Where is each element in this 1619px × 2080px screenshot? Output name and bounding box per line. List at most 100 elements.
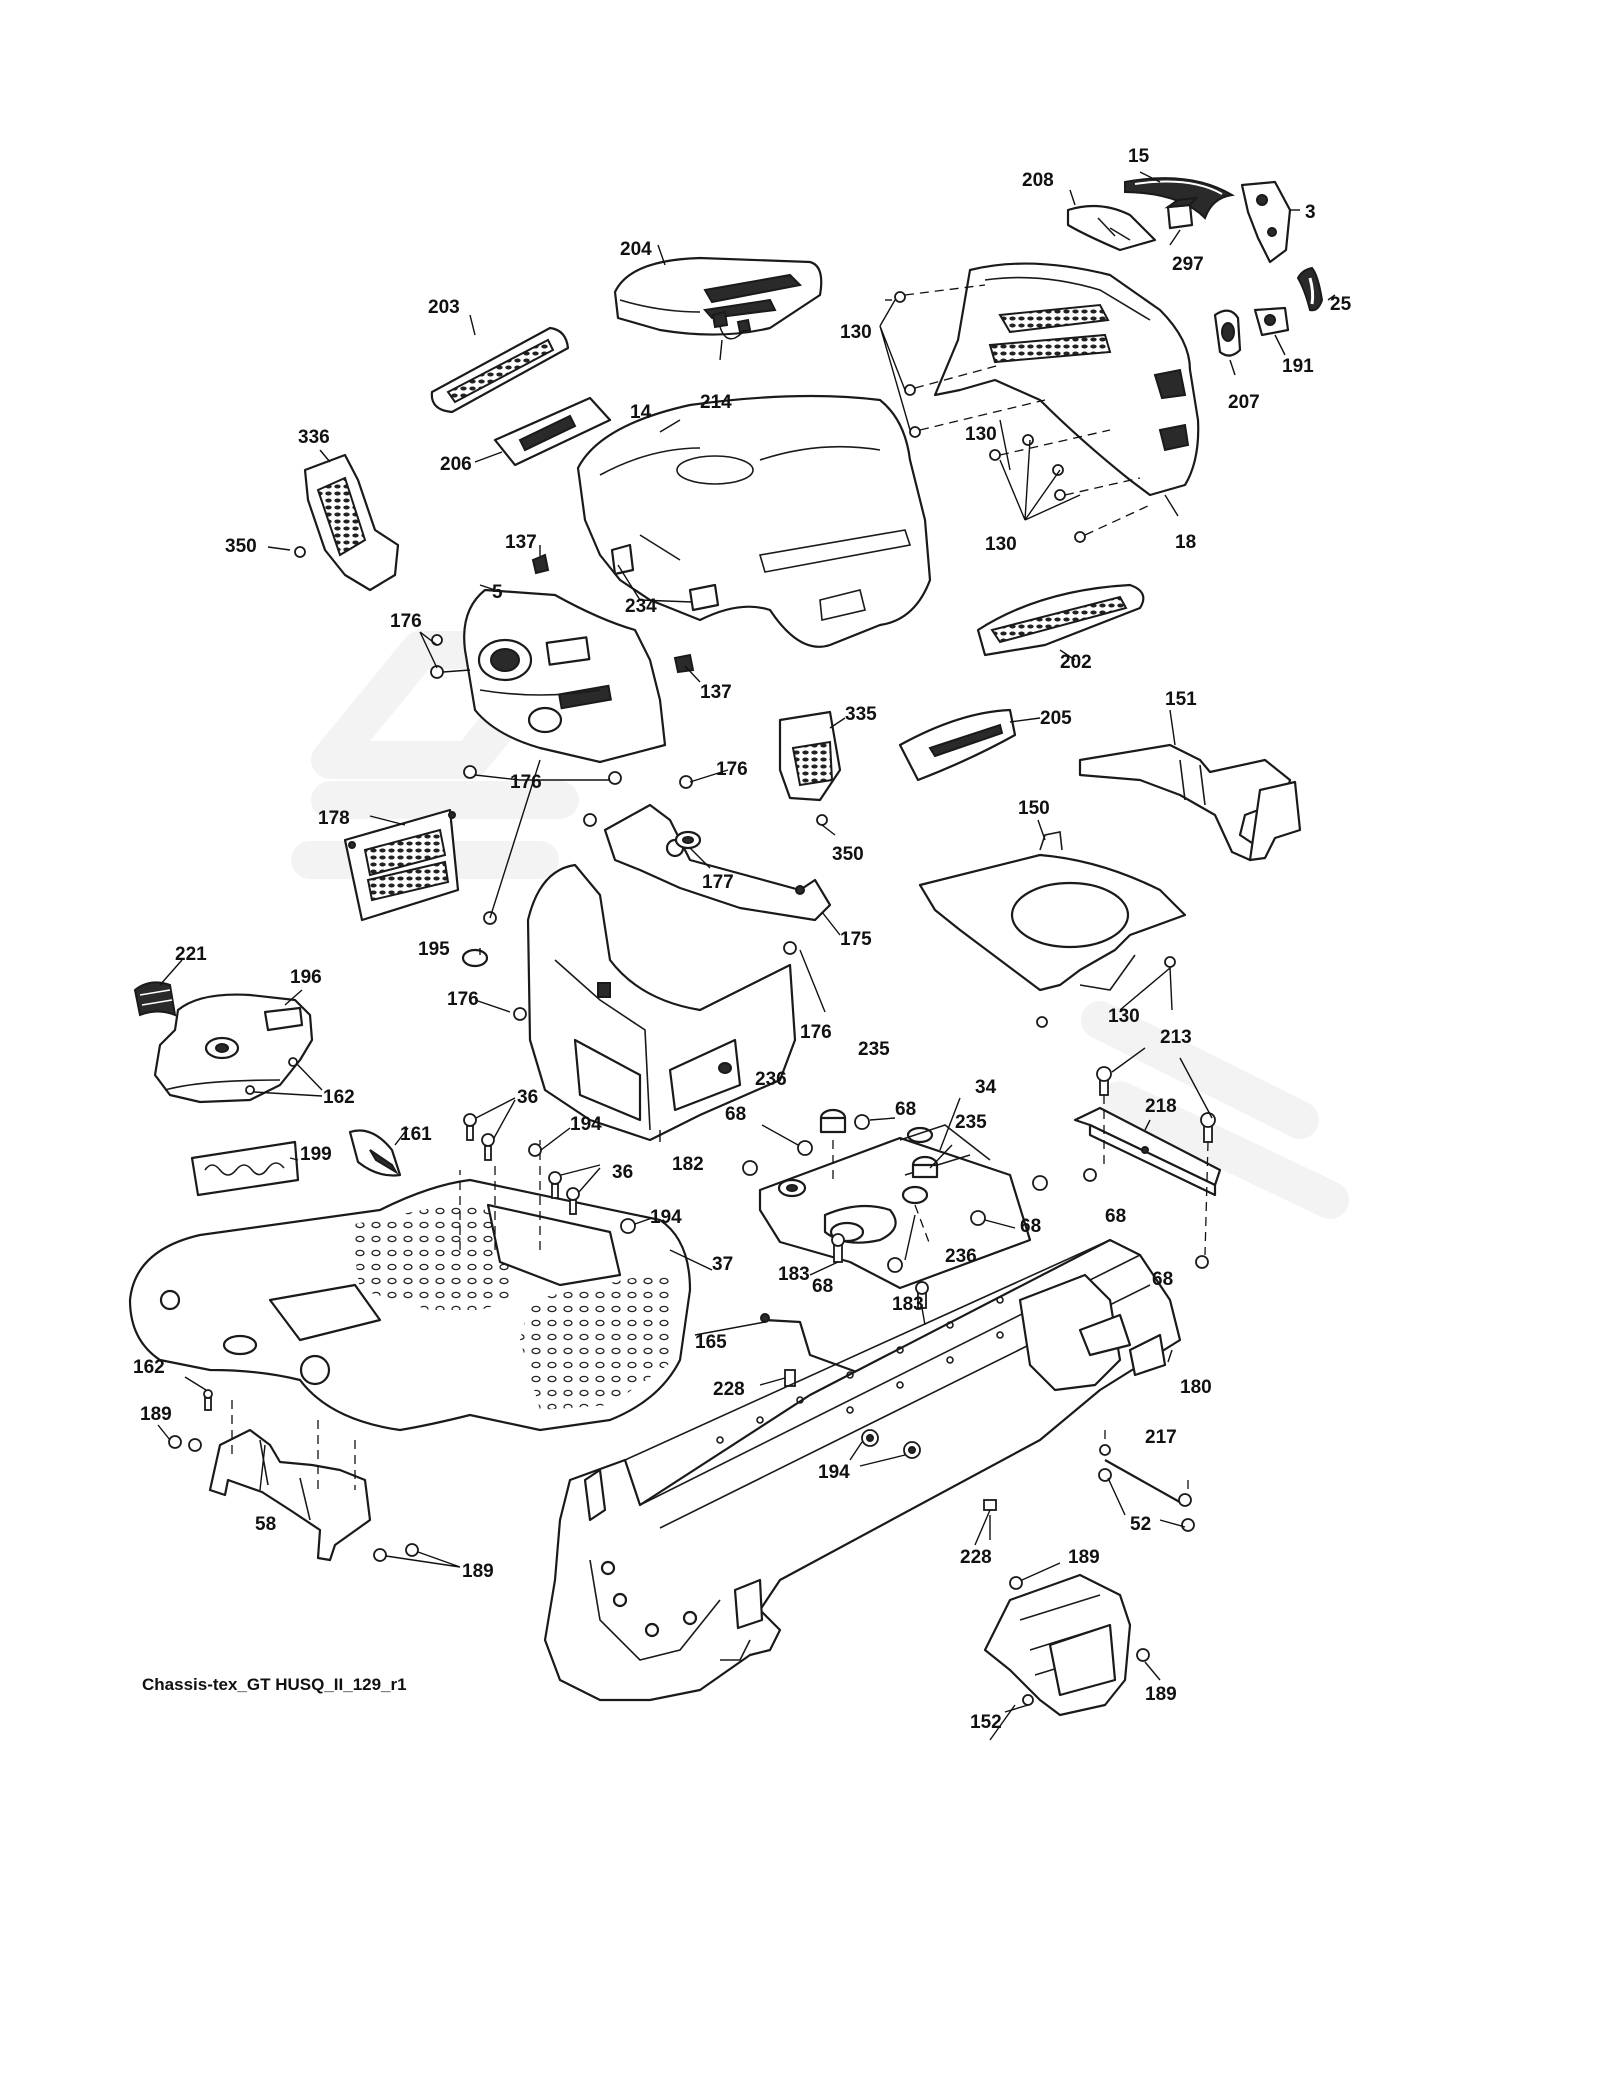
callout-130: 130 xyxy=(1108,1006,1140,1027)
callout-130: 130 xyxy=(965,424,997,445)
callout-37: 37 xyxy=(712,1254,733,1275)
callout-183: 183 xyxy=(778,1264,810,1285)
callout-213: 213 xyxy=(1160,1027,1192,1048)
callout-218: 218 xyxy=(1145,1096,1177,1117)
diagram-caption: Chassis-tex_GT HUSQ_II_129_r1 xyxy=(142,1675,407,1694)
callout-180: 180 xyxy=(1180,1377,1212,1398)
callout-137: 137 xyxy=(505,532,537,553)
callout-165: 165 xyxy=(695,1332,727,1353)
callout-182: 182 xyxy=(672,1154,704,1175)
bolts-36-194-group xyxy=(463,1097,653,1234)
callout-235: 235 xyxy=(858,1039,890,1060)
callout-221: 221 xyxy=(175,944,207,965)
part-14-hood xyxy=(576,394,932,648)
callout-176: 176 xyxy=(716,759,748,780)
callout-235: 235 xyxy=(955,1112,987,1133)
callout-228: 228 xyxy=(960,1547,992,1568)
callout-178: 178 xyxy=(318,808,350,829)
part-152-footrest xyxy=(983,1573,1132,1717)
leader-lines xyxy=(159,171,1336,1741)
callout-194: 194 xyxy=(650,1207,682,1228)
callout-161: 161 xyxy=(400,1124,432,1145)
callout-176: 176 xyxy=(447,989,479,1010)
callout-206: 206 xyxy=(440,454,472,475)
part-203-grille xyxy=(430,326,570,414)
part-130-bolts-tray xyxy=(1036,956,1176,1028)
part-228-screw-a xyxy=(759,1369,796,1387)
bolts-130-group xyxy=(885,284,1151,543)
callout-68: 68 xyxy=(1152,1269,1173,1290)
callout-189: 189 xyxy=(462,1561,494,1582)
callout-194: 194 xyxy=(818,1462,850,1483)
callout-130: 130 xyxy=(985,534,1017,555)
callout-labels: 15 208 3 297 204 25 203 214 130 191 207 … xyxy=(133,146,1352,1733)
part-178-plate xyxy=(343,808,460,922)
callout-137: 137 xyxy=(700,682,732,703)
callout-68: 68 xyxy=(895,1099,916,1120)
part-162-screws-a xyxy=(245,1057,323,1097)
part-3-bracket xyxy=(1240,180,1292,264)
bolts-213-68-right xyxy=(1083,1047,1216,1269)
callout-214: 214 xyxy=(700,392,732,413)
part-202-grille xyxy=(976,583,1145,657)
callout-297: 297 xyxy=(1172,254,1204,275)
callout-203: 203 xyxy=(428,297,460,318)
callout-204: 204 xyxy=(620,239,652,260)
callout-15: 15 xyxy=(1128,146,1150,167)
callout-52: 52 xyxy=(1130,1514,1151,1535)
callout-335: 335 xyxy=(845,704,877,725)
callout-152: 152 xyxy=(970,1712,1002,1733)
part-150-tray xyxy=(918,831,1187,992)
callout-189: 189 xyxy=(140,1404,172,1425)
callout-207: 207 xyxy=(1228,392,1260,413)
callout-196: 196 xyxy=(290,967,322,988)
callout-68: 68 xyxy=(1105,1206,1126,1227)
callout-350: 350 xyxy=(225,536,257,557)
callout-236: 236 xyxy=(945,1246,977,1267)
part-5-dash-panel xyxy=(463,588,667,764)
callout-189: 189 xyxy=(1068,1547,1100,1568)
part-37-fender xyxy=(128,1140,692,1432)
part-208-light-housing xyxy=(1066,204,1157,252)
part-206-panel xyxy=(493,396,612,467)
callout-162: 162 xyxy=(133,1357,165,1378)
callout-217: 217 xyxy=(1145,1427,1177,1448)
callout-68: 68 xyxy=(812,1276,833,1297)
callout-3: 3 xyxy=(1305,202,1316,223)
callout-176: 176 xyxy=(510,772,542,793)
part-207-switch xyxy=(1213,309,1242,357)
part-350-screw-a xyxy=(267,546,306,558)
callout-150: 150 xyxy=(1018,798,1050,819)
callout-36: 36 xyxy=(612,1162,633,1183)
bolts-189-left xyxy=(157,1424,461,1568)
part-218-bracket xyxy=(1073,1106,1222,1197)
callout-162: 162 xyxy=(323,1087,355,1108)
part-151-bracket xyxy=(1078,743,1302,862)
callout-177: 177 xyxy=(702,872,734,893)
part-175-bracket xyxy=(603,803,832,922)
part-214-connector xyxy=(711,310,752,340)
part-58-bracket xyxy=(208,1400,372,1562)
callout-236: 236 xyxy=(755,1069,787,1090)
part-217-rod xyxy=(1098,1430,1195,1532)
callout-336: 336 xyxy=(298,427,330,448)
spacers-235-236 xyxy=(819,1108,939,1246)
part-177-grommet xyxy=(674,830,702,850)
part-350-screw-b xyxy=(816,814,828,826)
part-199-plate xyxy=(190,1140,300,1197)
part-25-trim xyxy=(1296,266,1324,312)
callout-189: 189 xyxy=(1145,1684,1177,1705)
callout-205: 205 xyxy=(1040,708,1072,729)
part-18-front-bumper xyxy=(933,262,1200,497)
callout-18: 18 xyxy=(1175,532,1196,553)
callout-14: 14 xyxy=(630,402,652,423)
callout-5: 5 xyxy=(492,582,503,603)
callout-68: 68 xyxy=(1020,1216,1041,1237)
part-137-clip-b xyxy=(673,653,695,674)
bolts-176-group xyxy=(430,634,826,1021)
part-228-screw-b xyxy=(974,1499,997,1546)
part-161-knob xyxy=(348,1129,402,1177)
part-196-steering-cover xyxy=(153,993,314,1104)
part-182-front-panel xyxy=(526,863,797,1142)
